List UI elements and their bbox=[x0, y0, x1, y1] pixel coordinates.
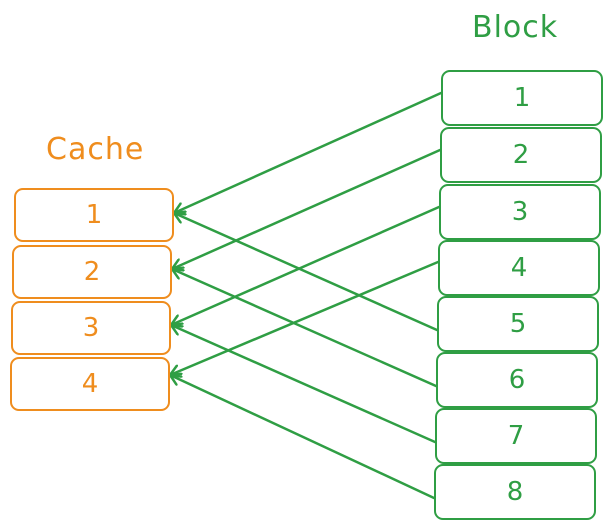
block-slot-4: 4 bbox=[438, 240, 600, 296]
block-title: Block bbox=[472, 10, 559, 45]
block-slot-3: 3 bbox=[439, 184, 601, 240]
arrow-block-7-to-cache-3 bbox=[169, 325, 437, 444]
cache-slot-1: 1 bbox=[14, 188, 174, 242]
block-slot-8: 8 bbox=[434, 464, 596, 520]
arrow-block-4-to-cache-4 bbox=[168, 260, 440, 375]
block-slot-1: 1 bbox=[441, 70, 603, 126]
arrow-block-5-to-cache-1 bbox=[172, 213, 439, 332]
cache-slot-3: 3 bbox=[11, 301, 171, 355]
cache-slot-2: 2 bbox=[12, 245, 172, 299]
arrow-block-3-to-cache-3 bbox=[169, 205, 441, 325]
mapping-arrows bbox=[168, 91, 443, 500]
arrow-block-6-to-cache-2 bbox=[170, 269, 438, 388]
arrow-block-2-to-cache-2 bbox=[170, 148, 442, 269]
arrow-block-8-to-cache-4 bbox=[168, 375, 436, 500]
block-slot-5: 5 bbox=[437, 296, 599, 352]
arrow-block-1-to-cache-1 bbox=[172, 91, 443, 213]
block-slot-6: 6 bbox=[436, 352, 598, 408]
cache-slot-4: 4 bbox=[10, 357, 170, 411]
block-slot-7: 7 bbox=[435, 408, 597, 464]
cache-title: Cache bbox=[46, 132, 145, 167]
block-slot-2: 2 bbox=[440, 127, 602, 183]
